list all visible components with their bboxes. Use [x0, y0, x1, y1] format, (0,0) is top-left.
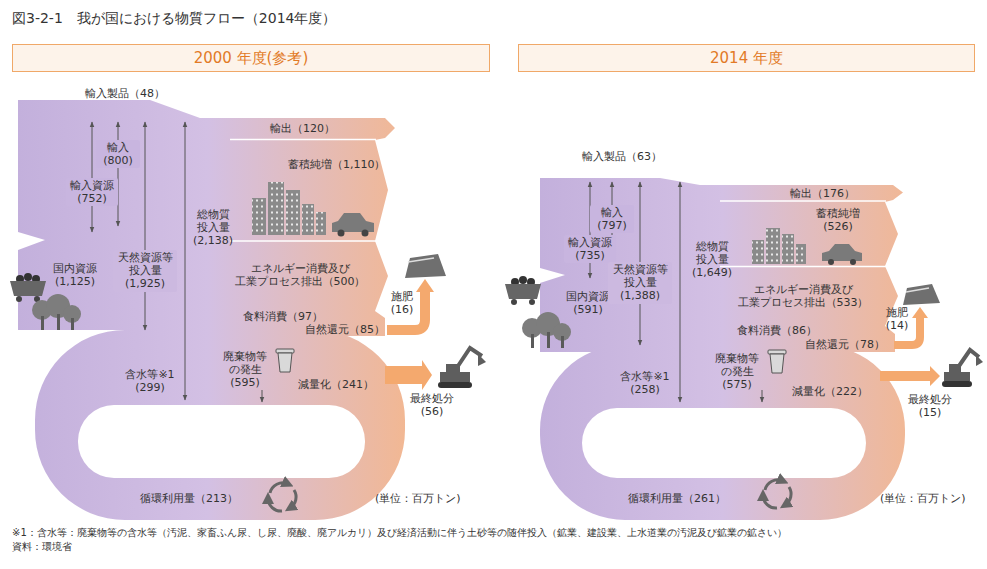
fertilizer-bag-icon — [405, 254, 446, 278]
car-icon — [822, 244, 862, 265]
buildings-icon — [252, 182, 326, 235]
flow-label: エネルギー消費及び 工業プロセス排出（533） — [736, 283, 871, 309]
flow-body — [18, 100, 395, 336]
disposal-arrow — [385, 360, 432, 390]
flow-label: 自然還元（85） — [305, 323, 385, 336]
flow-2014 — [505, 178, 983, 520]
disposal-arrow — [880, 366, 940, 386]
flow-label: 輸入資源 (735) — [564, 235, 616, 263]
source-note: 資料：環境省 — [12, 541, 977, 553]
fertilizer-bag-icon — [903, 284, 940, 305]
flow-label: 天然資源等 投入量 (1,388) — [608, 262, 672, 304]
excavator-icon — [942, 350, 983, 387]
flow-label: エネルギー消費及び 工業プロセス排出（500） — [233, 262, 368, 288]
flow-label: 食料消費（86） — [737, 324, 817, 337]
flow-label: 廃棄物等 の発生 (575) — [713, 352, 761, 392]
flow-label: 輸入 (797) — [590, 205, 634, 233]
footnote: ※1：含水等：廃棄物等の含水等（汚泥、家畜ふん尿、し尿、廃酸、廃アルカリ）及び経… — [12, 527, 977, 539]
flow-label: 施肥 (14) — [882, 306, 912, 332]
flow-label: 最終処分 (15) — [906, 393, 954, 419]
trash-can-icon — [768, 350, 786, 373]
reduction-tick — [262, 390, 263, 402]
band-divider — [230, 240, 376, 242]
flow-label: 輸入製品（48） — [85, 87, 165, 100]
flow-label: 減量化（222） — [792, 385, 868, 398]
flow-label: 輸入資源 (752) — [66, 178, 118, 206]
unit-note: (単位：百万トン) — [375, 492, 461, 505]
coal-cart-icon — [10, 273, 46, 302]
flow-label: 蓄積純増 (526) — [814, 207, 862, 233]
reduction-tick — [762, 390, 763, 402]
fertilizer-arrowhead — [416, 279, 434, 292]
flow-label: 含水等※1 (299) — [123, 368, 177, 394]
trash-can-icon — [276, 349, 294, 372]
flow-label: 含水等※1 (258) — [618, 370, 672, 396]
trees-icon — [32, 294, 81, 330]
flow-label: 国内資源 (591) — [563, 290, 613, 316]
flow-label: 施肥 (16) — [387, 290, 417, 316]
recycle-icon — [268, 483, 296, 511]
buildings-icon — [752, 228, 806, 264]
flow-label: 食料消費（97） — [243, 310, 323, 323]
panel-header: 2014 年度 — [518, 44, 975, 72]
band-divider — [230, 139, 376, 141]
range-arrows — [92, 122, 185, 400]
panel-year: 2000 年度(参考) — [194, 49, 309, 68]
flow-label: 減量化（241） — [298, 378, 374, 391]
flow-label: 自然還元（78） — [805, 338, 885, 351]
car-icon — [332, 213, 374, 237]
flow-label: 循環利用量（213） — [140, 492, 238, 505]
excavator-icon — [438, 348, 486, 388]
trees-icon — [522, 312, 571, 348]
coal-cart-icon — [505, 276, 541, 305]
ring-band — [540, 345, 905, 520]
recycle-icon — [763, 480, 791, 508]
panel-header: 2000 年度(参考) — [12, 44, 490, 72]
band-divider — [720, 200, 886, 202]
figure-title: 図3-2-1 我が国における物質フロー（2014年度） — [12, 10, 336, 27]
flow-label: 循環利用量（261） — [628, 492, 726, 505]
flow-label: 総物質 投入量 (1,649) — [690, 240, 734, 280]
flow-label: 輸出（120） — [270, 122, 335, 135]
flow-label: 国内資源 (1,125) — [50, 262, 100, 288]
flow-label: 輸入製品（63） — [582, 150, 662, 163]
flow-label: 天然資源等 投入量 (1,925) — [113, 250, 177, 292]
ring-band — [35, 330, 405, 520]
flow-label: 輸入 (800) — [96, 140, 140, 168]
flow-2000 — [10, 100, 486, 520]
flow-label: 輸出（176） — [790, 187, 855, 200]
panel-year: 2014 年度 — [710, 49, 783, 68]
flow-label: 廃棄物等 の発生 (595) — [221, 350, 269, 390]
flow-label: 最終処分 (56) — [408, 392, 456, 418]
fertilizer-arrowhead — [912, 307, 928, 318]
band-divider — [720, 266, 886, 268]
flow-body — [540, 178, 903, 352]
flow-label: 総物質 投入量 (2,138) — [191, 208, 235, 248]
flow-label: 蓄積純増（1,110） — [288, 158, 386, 171]
unit-note: (単位：百万トン) — [880, 492, 966, 505]
